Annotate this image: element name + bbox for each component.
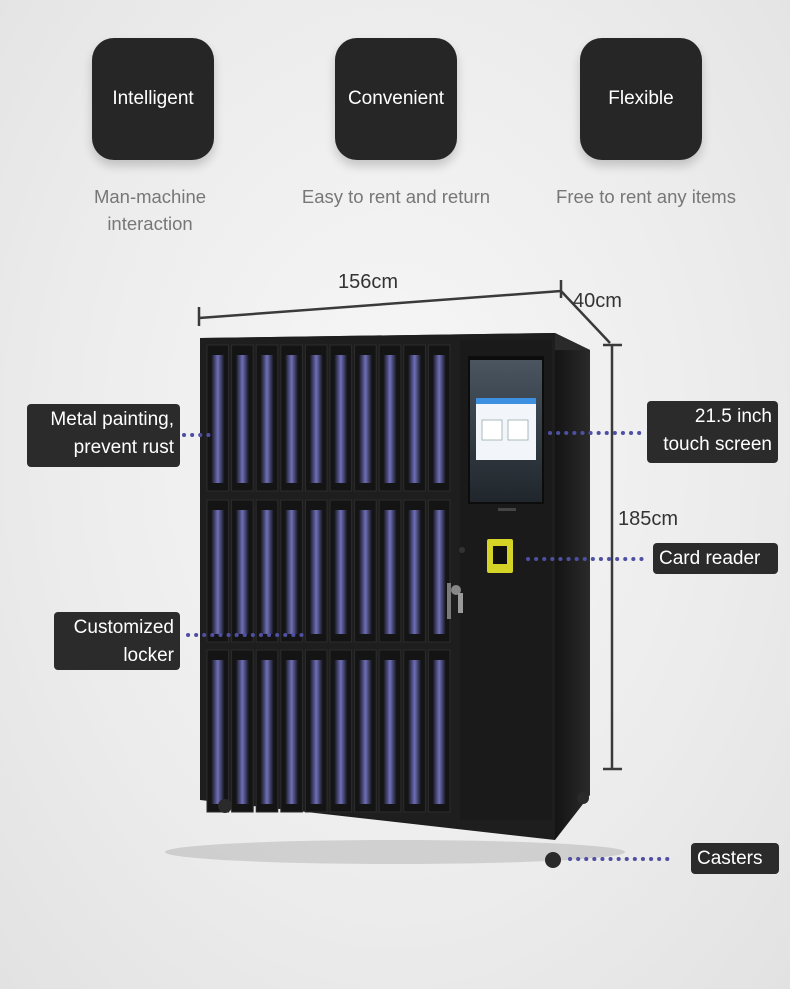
callout-customized-locker: Customized locker	[54, 612, 180, 670]
feature-desc-line: Man-machine	[93, 186, 207, 207]
locker-door-window	[334, 355, 348, 483]
callout-card-reader: Card reader	[653, 543, 778, 574]
caster-wheel	[577, 792, 589, 804]
feature-title: Intelligent	[112, 88, 194, 109]
feature-title: Convenient	[347, 88, 445, 109]
feature-title: Flexible	[608, 88, 674, 109]
callout-line: 21.5 inch	[694, 406, 772, 427]
callout-line: Metal painting,	[50, 409, 174, 430]
locker-door-window	[284, 355, 299, 483]
callout-leaders	[182, 431, 670, 861]
locker-door-window	[334, 510, 348, 634]
rent-button-icon	[481, 419, 503, 441]
locker-door-window	[383, 510, 397, 634]
callout-line: Customized	[73, 617, 174, 638]
locker-door-window	[334, 660, 348, 804]
sensor-dot	[459, 547, 465, 553]
locker-door-window	[432, 355, 446, 483]
locker-door-window	[235, 510, 250, 634]
feature-tile-intelligent: Intelligent	[92, 38, 214, 160]
locker-door-window	[284, 510, 299, 634]
callout-casters: Casters	[691, 843, 779, 874]
return-button-icon	[507, 419, 529, 441]
locker-door-window	[383, 660, 397, 804]
card-reader-slot	[493, 546, 507, 564]
locker-door-window	[407, 510, 422, 634]
locker-door-window	[235, 355, 250, 483]
locker-door-grid	[206, 344, 451, 813]
touch-screen-header	[476, 398, 536, 404]
locker-door-window	[284, 660, 299, 804]
locker-door-window	[358, 355, 373, 483]
feature-desc-line: Easy to rent and return	[301, 186, 491, 207]
locker-door-window	[211, 510, 225, 634]
locker-door-window	[260, 660, 274, 804]
cabinet-side-panel	[555, 333, 590, 840]
locker-door-window	[432, 660, 446, 804]
locker-door-window	[358, 660, 373, 804]
locker-door-window	[211, 660, 225, 804]
depth-dimension-label: 40cm	[573, 290, 622, 312]
callout-touch-screen: 21.5 inch touch screen	[647, 401, 778, 463]
locker-door-window	[309, 355, 323, 483]
locker-door-window	[211, 355, 225, 483]
width-dimension-line	[198, 289, 562, 320]
feature-desc-line: Free to rent any items	[556, 186, 736, 207]
feature-desc-line: interaction	[107, 213, 193, 234]
camera-strip	[498, 508, 516, 511]
locker-door-window	[260, 510, 274, 634]
feature-tile-convenient: Convenient	[335, 38, 457, 160]
locker-door-window	[407, 660, 422, 804]
locker-door-window	[383, 355, 397, 483]
lock-key	[451, 585, 461, 595]
feature-desc-flexible: Free to rent any items	[526, 183, 766, 210]
locker-door-window	[407, 355, 422, 483]
locker-door-window	[432, 510, 446, 634]
locker-door-window	[309, 510, 323, 634]
lock-key-ring	[447, 583, 451, 619]
caster-wheel	[218, 799, 232, 813]
callout-line: locker	[123, 645, 174, 666]
locker-door-window	[260, 355, 274, 483]
floor-shadow	[165, 840, 625, 864]
depth-dimension-line	[560, 290, 611, 344]
caster-wheel	[545, 852, 561, 868]
locker-door-window	[309, 660, 323, 804]
feature-desc-intelligent: Man-machine interaction	[30, 183, 270, 237]
locker-door-window	[235, 660, 250, 804]
height-dimension-label: 185cm	[618, 508, 679, 530]
callout-line: touch screen	[663, 434, 772, 455]
feature-tile-flexible: Flexible	[580, 38, 702, 160]
lock-key	[458, 593, 463, 613]
dimension-lines	[197, 280, 622, 771]
width-dimension-label: 156cm	[338, 271, 399, 293]
locker-door-window	[358, 510, 373, 634]
callout-metal-painting: Metal painting, prevent rust	[27, 404, 180, 467]
feature-desc-convenient: Easy to rent and return	[276, 183, 516, 210]
callout-line: prevent rust	[73, 437, 174, 458]
